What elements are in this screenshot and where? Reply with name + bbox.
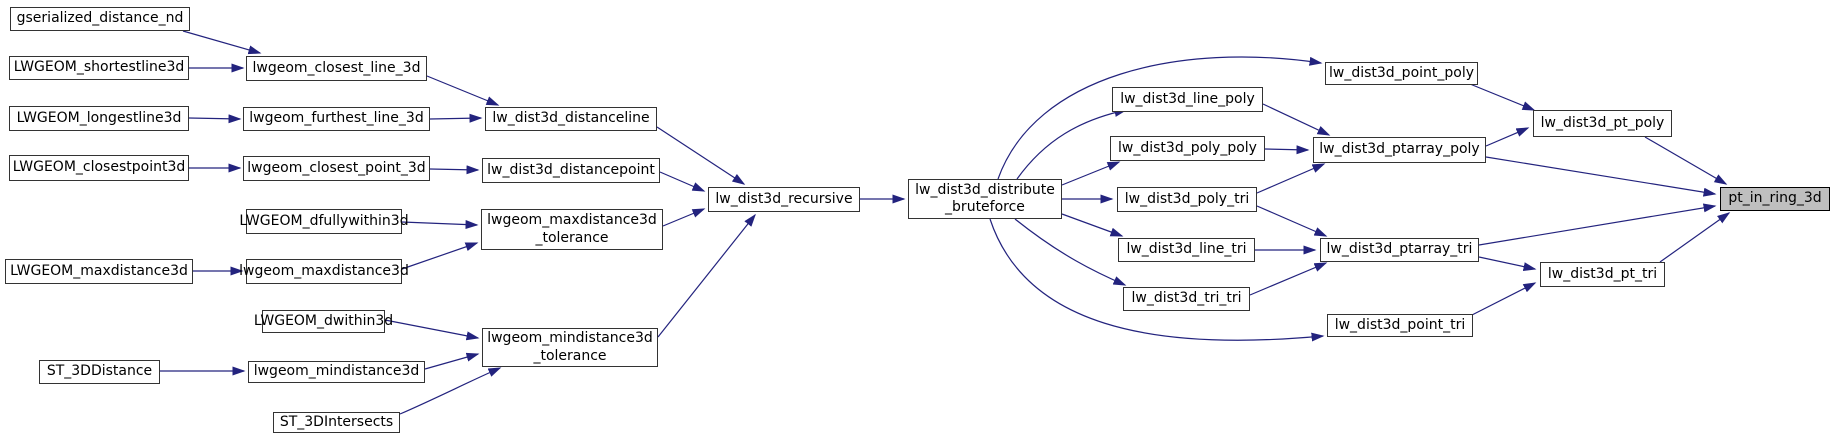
edge-lw_dist3d_ptarray_tri-to-lw_dist3d_pt_tri xyxy=(1478,256,1537,271)
node-LWGEOM_longestline3d[interactable]: LWGEOM_longestline3d xyxy=(9,106,189,131)
node-LWGEOM_shortestline3d[interactable]: LWGEOM_shortestline3d xyxy=(9,56,189,80)
node-lw_dist3d_distanceline[interactable]: lw_dist3d_distanceline xyxy=(485,107,657,131)
node-ST_3DIntersects[interactable]: ST_3DIntersects xyxy=(273,412,400,433)
node-lw_dist3d_distribute_bruteforce[interactable]: lw_dist3d_distribute _bruteforce xyxy=(908,179,1062,219)
edge-lw_dist3d_poly_poly-to-lw_dist3d_ptarray_poly xyxy=(1264,145,1310,155)
node-lwgeom_mindistance3d_tolerance[interactable]: lwgeom_mindistance3d _tolerance xyxy=(482,328,658,367)
node-lw_dist3d_pt_poly[interactable]: lw_dist3d_pt_poly xyxy=(1533,110,1672,137)
edge-lwgeom_mindistance3d-to-lwgeom_mindistance3d_tolerance xyxy=(424,352,480,370)
edge-lwgeom_maxdistance3d-to-lwgeom_maxdistance3d_tolerance xyxy=(401,242,479,270)
edge-lwgeom_mindistance3d_tolerance-to-lw_dist3d_recursive xyxy=(657,213,756,338)
node-lw_dist3d_distancepoint[interactable]: lw_dist3d_distancepoint xyxy=(482,158,660,183)
edge-lw_dist3d_ptarray_poly-to-lw_dist3d_pt_poly xyxy=(1485,127,1530,147)
edge-lwgeom_closest_line_3d-to-lw_dist3d_distanceline xyxy=(426,75,500,106)
edge-LWGEOM_dwithin3d-to-lwgeom_mindistance3d_tolerance xyxy=(384,319,480,341)
edge-lw_dist3d_distancepoint-to-lw_dist3d_recursive xyxy=(659,171,706,192)
node-lw_dist3d_point_tri[interactable]: lw_dist3d_point_tri xyxy=(1327,314,1473,337)
node-LWGEOM_maxdistance3d[interactable]: LWGEOM_maxdistance3d xyxy=(5,259,193,284)
node-lwgeom_maxdistance3d_tolerance[interactable]: lwgeom_maxdistance3d _tolerance xyxy=(481,209,663,250)
node-lw_dist3d_ptarray_tri[interactable]: lw_dist3d_ptarray_tri xyxy=(1320,238,1479,262)
edge-lw_dist3d_pt_tri-to-pt_in_ring_3d xyxy=(1659,212,1731,263)
edge-lw_dist3d_ptarray_poly-to-pt_in_ring_3d xyxy=(1485,156,1717,197)
edge-lw_dist3d_distribute_bruteforce-to-lw_dist3d_point_tri xyxy=(989,218,1325,342)
edge-lw_dist3d_distribute_bruteforce-to-lw_dist3d_line_tri xyxy=(1061,213,1124,237)
edge-lwgeom_furthest_line_3d-to-lw_dist3d_distanceline xyxy=(429,113,483,123)
node-lw_dist3d_point_poly[interactable]: lw_dist3d_point_poly xyxy=(1325,62,1478,85)
edge-lw_dist3d_poly_tri-to-lw_dist3d_ptarray_tri xyxy=(1256,205,1328,237)
edge-LWGEOM_longestline3d-to-lwgeom_furthest_line_3d xyxy=(188,114,242,124)
edge-lw_dist3d_point_tri-to-lw_dist3d_pt_tri xyxy=(1469,282,1537,317)
edge-lw_dist3d_distanceline-to-lw_dist3d_recursive xyxy=(656,126,746,185)
node-lw_dist3d_tri_tri[interactable]: lw_dist3d_tri_tri xyxy=(1123,287,1250,311)
edge-lw_dist3d_tri_tri-to-lw_dist3d_ptarray_tri xyxy=(1249,262,1328,296)
node-LWGEOM_dwithin3d[interactable]: LWGEOM_dwithin3d xyxy=(254,310,393,333)
node-pt_in_ring_3d: pt_in_ring_3d xyxy=(1720,187,1830,211)
node-lwgeom_maxdistance3d[interactable]: lwgeom_maxdistance3d xyxy=(239,259,409,284)
node-ST_3DDistance[interactable]: ST_3DDistance xyxy=(39,360,160,384)
node-lw_dist3d_poly_tri[interactable]: lw_dist3d_poly_tri xyxy=(1117,187,1257,212)
edge-ST_3DIntersects-to-lwgeom_mindistance3d_tolerance xyxy=(399,367,502,415)
edge-lw_dist3d_point_poly-to-lw_dist3d_pt_poly xyxy=(1469,83,1536,111)
edge-lw_dist3d_distribute_bruteforce-to-lw_dist3d_tri_tri xyxy=(1014,218,1127,286)
edge-gserialized_distance_nd-to-lwgeom_closest_line_3d xyxy=(182,30,262,55)
edges-group xyxy=(160,30,1731,415)
edge-lw_dist3d_distribute_bruteforce-to-lw_dist3d_poly_poly xyxy=(1061,161,1121,186)
node-gserialized_distance_nd[interactable]: gserialized_distance_nd xyxy=(10,7,190,31)
node-lwgeom_mindistance3d[interactable]: lwgeom_mindistance3d xyxy=(248,361,425,383)
edge-lwgeom_closest_point_3d-to-lw_dist3d_distancepoint xyxy=(429,165,480,175)
edge-lw_dist3d_line_poly-to-lw_dist3d_ptarray_poly xyxy=(1262,103,1331,136)
node-lw_dist3d_recursive[interactable]: lw_dist3d_recursive xyxy=(708,187,860,212)
node-lwgeom_closest_point_3d[interactable]: lwgeom_closest_point_3d xyxy=(243,156,430,181)
node-lwgeom_furthest_line_3d[interactable]: lwgeom_furthest_line_3d xyxy=(243,107,430,131)
edge-lw_dist3d_distribute_bruteforce-to-lw_dist3d_point_poly xyxy=(997,56,1323,180)
node-lw_dist3d_pt_tri[interactable]: lw_dist3d_pt_tri xyxy=(1540,262,1665,287)
node-lwgeom_closest_line_3d[interactable]: lwgeom_closest_line_3d xyxy=(246,56,427,81)
node-lw_dist3d_ptarray_poly[interactable]: lw_dist3d_ptarray_poly xyxy=(1313,137,1486,163)
edge-lw_dist3d_distribute_bruteforce-to-lw_dist3d_line_poly xyxy=(1016,108,1128,180)
edge-lw_dist3d_poly_tri-to-lw_dist3d_ptarray_poly xyxy=(1256,163,1326,194)
node-lw_dist3d_line_poly[interactable]: lw_dist3d_line_poly xyxy=(1112,87,1263,112)
edge-lw_dist3d_pt_poly-to-pt_in_ring_3d xyxy=(1644,136,1728,185)
node-lw_dist3d_line_tri[interactable]: lw_dist3d_line_tri xyxy=(1118,238,1255,262)
node-lw_dist3d_poly_poly[interactable]: lw_dist3d_poly_poly xyxy=(1110,136,1265,161)
edge-LWGEOM_dfullywithin3d-to-lwgeom_maxdistance3d_tolerance xyxy=(401,220,479,230)
node-LWGEOM_closestpoint3d[interactable]: LWGEOM_closestpoint3d xyxy=(9,155,189,181)
node-LWGEOM_dfullywithin3d[interactable]: LWGEOM_dfullywithin3d xyxy=(239,209,409,234)
edge-lwgeom_maxdistance3d_tolerance-to-lw_dist3d_recursive xyxy=(662,208,706,227)
edge-lw_dist3d_ptarray_tri-to-pt_in_ring_3d xyxy=(1478,203,1717,246)
